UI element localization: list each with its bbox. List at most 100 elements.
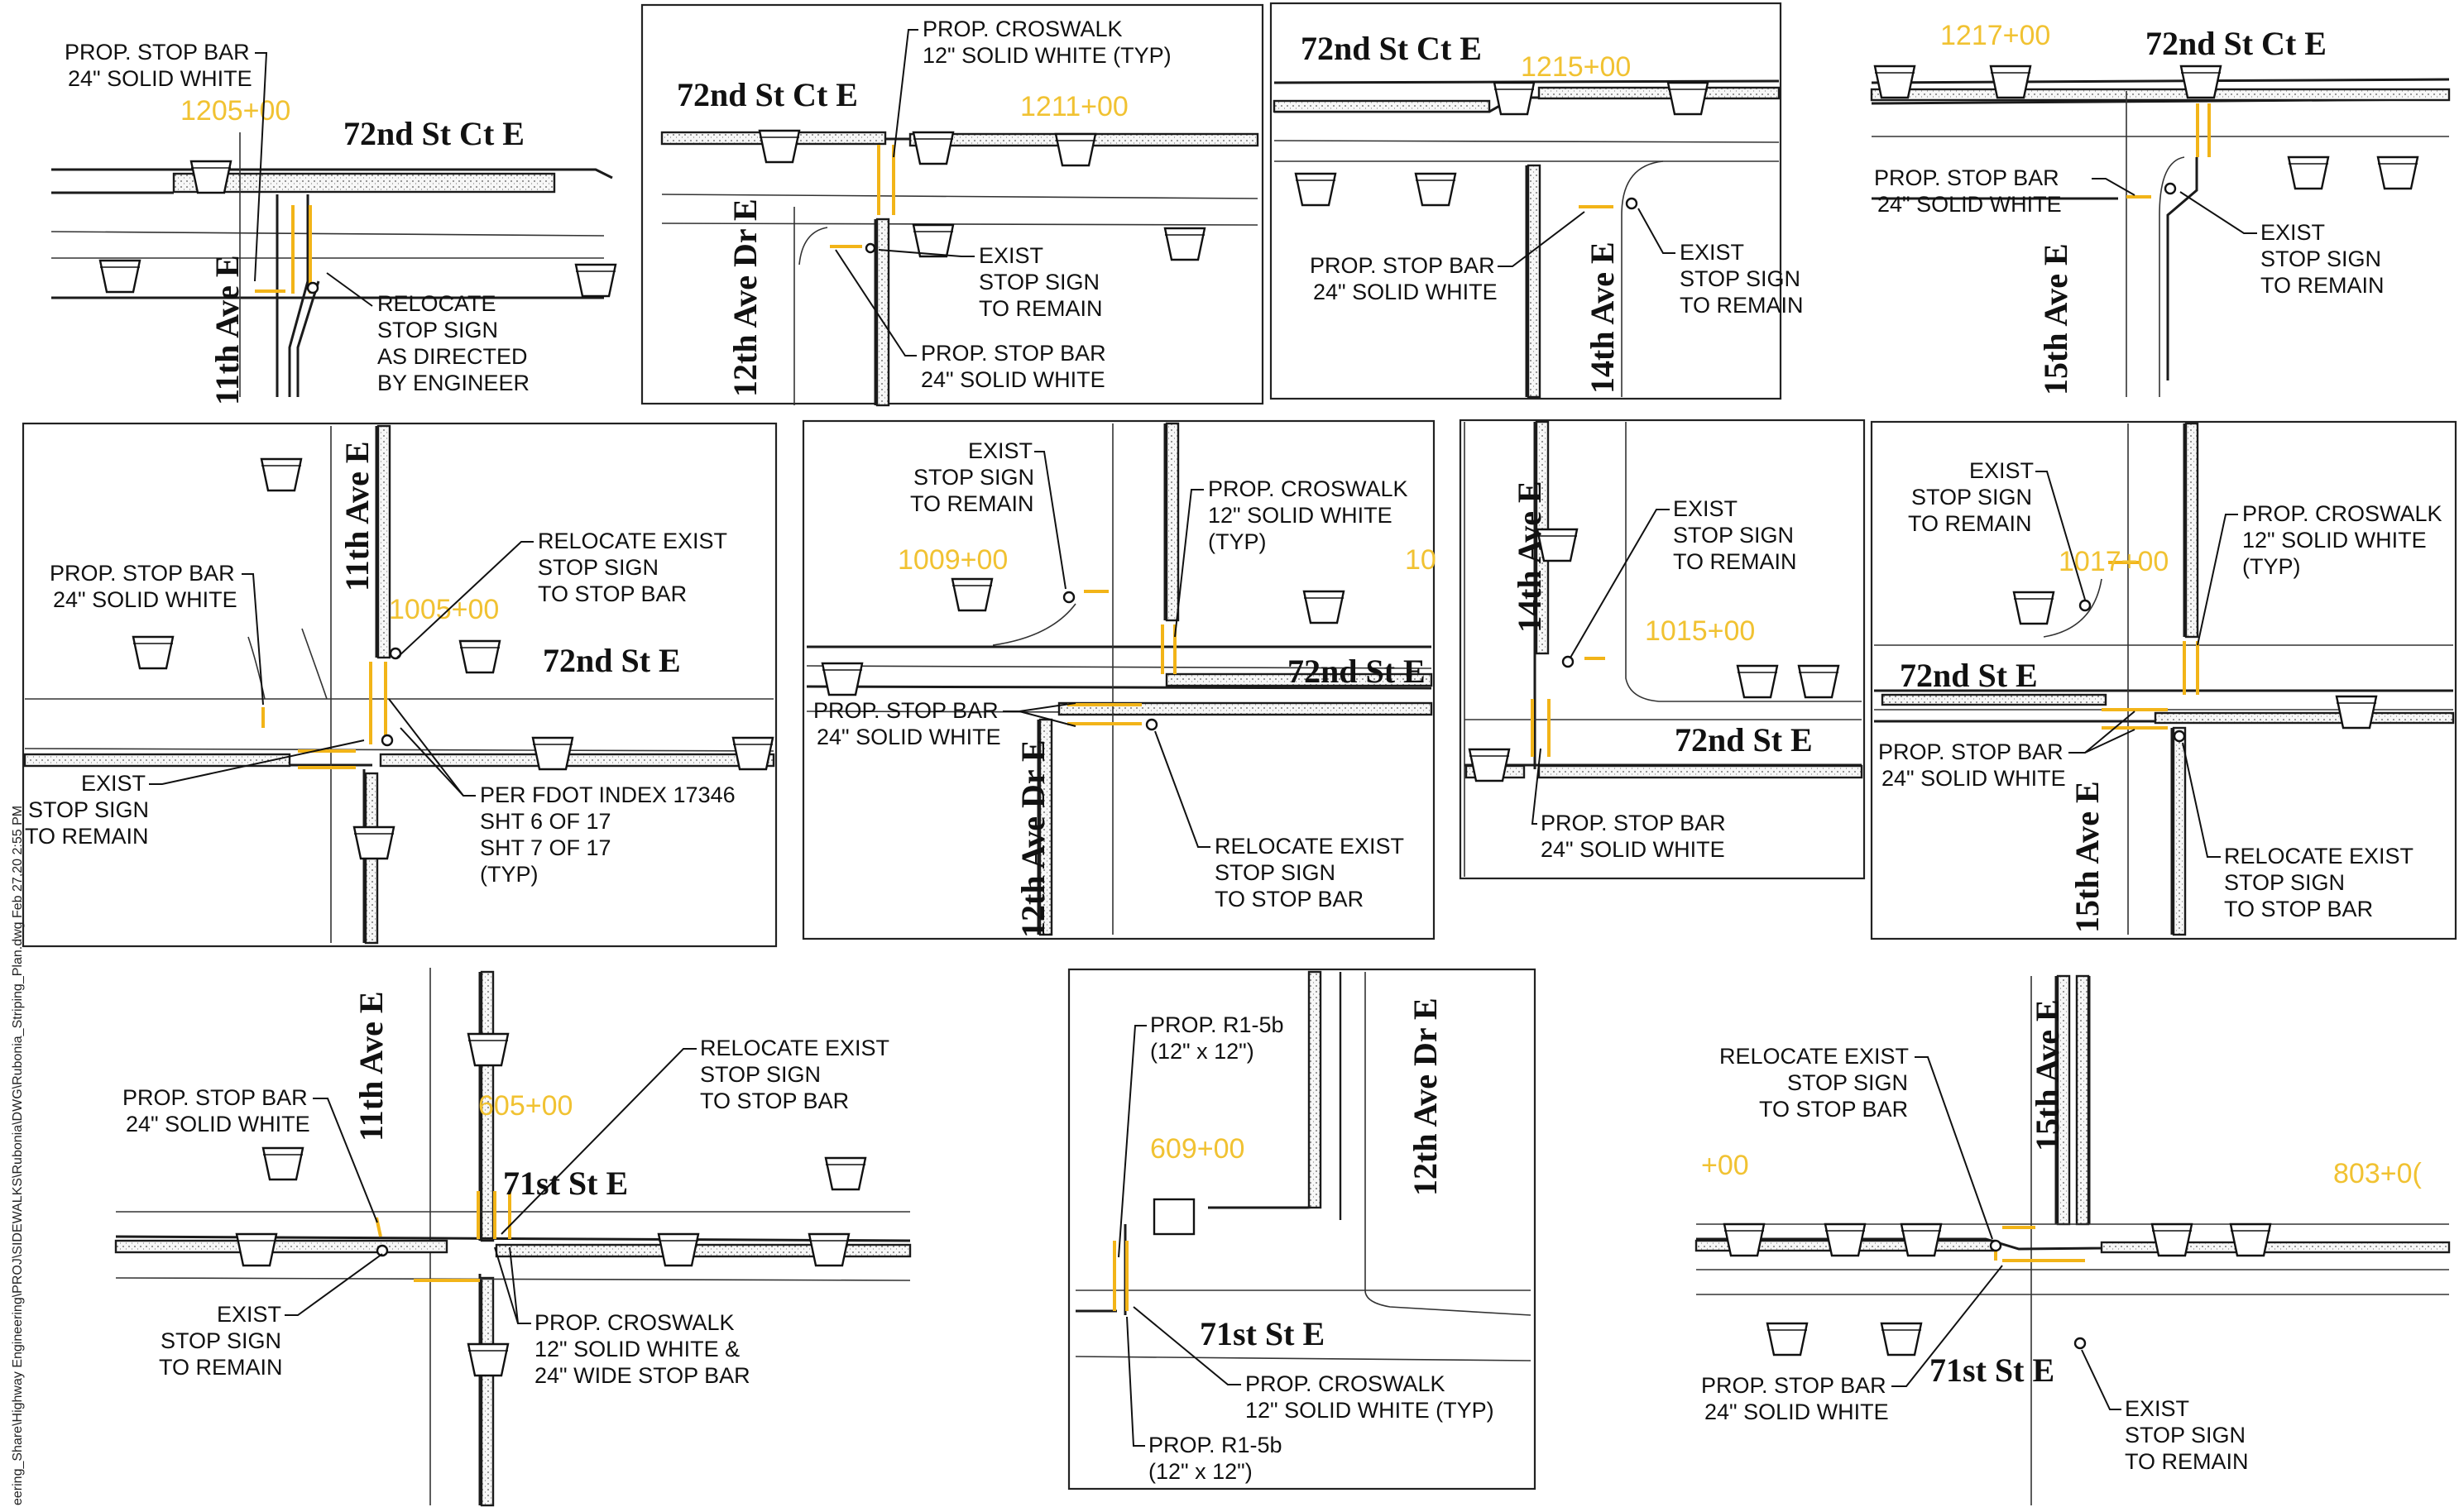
stop-sign-icon xyxy=(1145,718,1158,731)
sign-post-icon xyxy=(1153,1198,1196,1236)
note-line: TO REMAIN xyxy=(910,491,1034,516)
curb-ramp-icon xyxy=(1493,81,1536,116)
callout: EXIST STOP SIGN TO REMAIN xyxy=(159,1253,383,1380)
note-line: STOP SIGN xyxy=(1680,266,1800,291)
curb-ramp-icon xyxy=(235,1232,278,1267)
note-line: PROP. CROSWALK xyxy=(1245,1371,1445,1396)
note-line: RELOCATE EXIST xyxy=(538,529,727,553)
note-line: STOP SIGN xyxy=(1673,523,1794,548)
note-line: TO REMAIN xyxy=(1680,293,1804,318)
street-label: 72nd St Ct E xyxy=(677,76,858,113)
curb-ramp-icon xyxy=(1294,172,1337,207)
curb-ramp-icon xyxy=(657,1232,700,1267)
note-line: 24" SOLID WHITE xyxy=(1704,1400,1889,1424)
note-line: RELOCATE EXIST xyxy=(700,1036,889,1060)
curb-ramp-icon xyxy=(1723,1223,1766,1257)
curb-ramp-icon xyxy=(1824,1223,1867,1257)
note-line: SHT 7 OF 17 xyxy=(480,835,611,860)
note-line: RELOCATE EXIST xyxy=(2224,844,2413,868)
note-line: 24" SOLID WHITE xyxy=(126,1112,310,1136)
curb-ramp-icon xyxy=(1766,1322,1809,1356)
note-line: STOP SIGN xyxy=(538,555,659,580)
stop-sign-icon xyxy=(306,281,319,294)
street-label: 72nd St E xyxy=(1287,653,1426,690)
note-line: TO STOP BAR xyxy=(1759,1097,1908,1122)
callout: EXIST STOP SIGN TO REMAIN xyxy=(910,438,1067,590)
curb-ramp-icon xyxy=(1163,227,1206,261)
note-line: EXIST xyxy=(979,243,1043,268)
curb-ramp-icon xyxy=(808,1232,851,1267)
note-line: SHT 6 OF 17 xyxy=(480,809,611,834)
note-line: PROP. STOP BAR xyxy=(1701,1373,1886,1398)
street-label: 11th Ave E xyxy=(352,991,390,1141)
note-line: PROP. STOP BAR xyxy=(122,1085,308,1110)
note-line: RELOCATE EXIST xyxy=(1719,1044,1909,1069)
note-line: BY ENGINEER xyxy=(377,371,530,395)
note-line: STOP SIGN xyxy=(913,465,1034,490)
street-label: 11th Ave E xyxy=(338,441,376,591)
curb-ramp-icon xyxy=(1797,664,1840,699)
note-line: PER FDOT INDEX 17346 xyxy=(480,782,736,807)
note-line: 12" SOLID WHITE (TYP) xyxy=(923,43,1172,68)
note-line: PROP. STOP BAR xyxy=(1874,165,2059,190)
curb-ramp-icon xyxy=(1468,748,1511,782)
note-line: PROP. STOP BAR xyxy=(1878,739,2064,764)
panel-9: 605+00 11th Ave E 71st St E PROP. STOP B… xyxy=(114,968,912,1507)
callout: PROP. STOP BAR 24" SOLID WHITE xyxy=(1874,165,2135,217)
curb-ramp-icon xyxy=(2229,1223,2272,1257)
curb-ramp-icon xyxy=(731,736,774,771)
panel-4: 1217+00 72nd St Ct E 15th Ave E PROP. ST… xyxy=(1870,20,2451,397)
station-label: 1217+00 xyxy=(1940,20,2050,51)
curb-ramp-icon xyxy=(1736,664,1779,699)
curb-ramp-icon xyxy=(1880,1322,1923,1356)
station-label: 1017+00 xyxy=(2059,546,2169,577)
callout: EXIST STOP SIGN TO REMAIN xyxy=(2179,191,2385,298)
curb-ramp-icon xyxy=(2150,1223,2193,1257)
stop-sign-icon xyxy=(1625,197,1638,210)
callout: PROP. CROSWALK 12" SOLID WHITE (TYP) xyxy=(1174,476,1408,638)
street-label: 72nd St Ct E xyxy=(2145,25,2327,62)
note-line: 24" WIDE STOP BAR xyxy=(534,1363,750,1388)
stop-sign-icon xyxy=(1062,591,1076,604)
street-label: 12th Ave Dr E xyxy=(1014,739,1052,938)
street-label: 12th Ave Dr E xyxy=(726,199,764,397)
callout: PROP. CROSWALK 12" SOLID WHITE & 24" WID… xyxy=(494,1246,750,1388)
curb-ramp-icon xyxy=(912,223,955,258)
street-label: 15th Ave E xyxy=(2068,781,2106,933)
street-label: 71st St E xyxy=(503,1165,628,1202)
curb-ramp-icon xyxy=(2335,695,2378,730)
street-label: 72nd St E xyxy=(543,642,681,679)
note-line: PROP. STOP BAR xyxy=(921,341,1106,366)
note-line: 24" SOLID WHITE xyxy=(1877,192,2062,217)
note-line: RELOCATE EXIST xyxy=(1215,834,1404,859)
stop-sign-icon xyxy=(2078,599,2092,612)
curb-ramp-icon xyxy=(1054,132,1097,167)
station-label: 609+00 xyxy=(1150,1133,1244,1165)
curb-ramp-icon xyxy=(458,639,501,674)
street-label: 72nd St Ct E xyxy=(1301,30,1482,67)
note-line: PROP. R1-5b xyxy=(1148,1433,1282,1457)
note-line: STOP SIGN xyxy=(1215,860,1335,885)
callout: PROP. CROSWALK 12" SOLID WHITE (TYP) xyxy=(2197,501,2442,646)
note-line: EXIST xyxy=(1673,496,1738,521)
callout: EXIST STOP SIGN TO REMAIN xyxy=(878,243,1103,321)
panel-3: 1215+00 72nd St Ct E 14th Ave E PROP. ST… xyxy=(1269,2,1804,400)
panel-7: 1015+00 14th Ave E 72nd St E EXIST STOP … xyxy=(1459,419,1866,880)
curb-ramp-icon xyxy=(2287,156,2330,190)
note-line: TO STOP BAR xyxy=(700,1089,849,1113)
striping xyxy=(255,205,312,294)
note-line: STOP SIGN xyxy=(161,1328,281,1353)
station-label: 605+00 xyxy=(478,1090,573,1122)
note-line: PROP. STOP BAR xyxy=(50,561,235,586)
callout: RELOCATE STOP SIGN AS DIRECTED BY ENGINE… xyxy=(326,272,530,395)
note-line: 24" SOLID WHITE xyxy=(921,367,1105,392)
note-line: TO STOP BAR xyxy=(2224,897,2373,921)
station-label: 803+0( xyxy=(2333,1158,2422,1189)
note-line: TO REMAIN xyxy=(979,296,1103,321)
callout: PROP. STOP BAR 24" SOLID WHITE xyxy=(65,40,268,282)
stop-sign-icon xyxy=(1989,1239,2002,1252)
note-line: 24" SOLID WHITE xyxy=(1881,766,2066,791)
stop-sign-icon xyxy=(2073,1337,2087,1350)
sidewalk-linework xyxy=(50,132,617,397)
